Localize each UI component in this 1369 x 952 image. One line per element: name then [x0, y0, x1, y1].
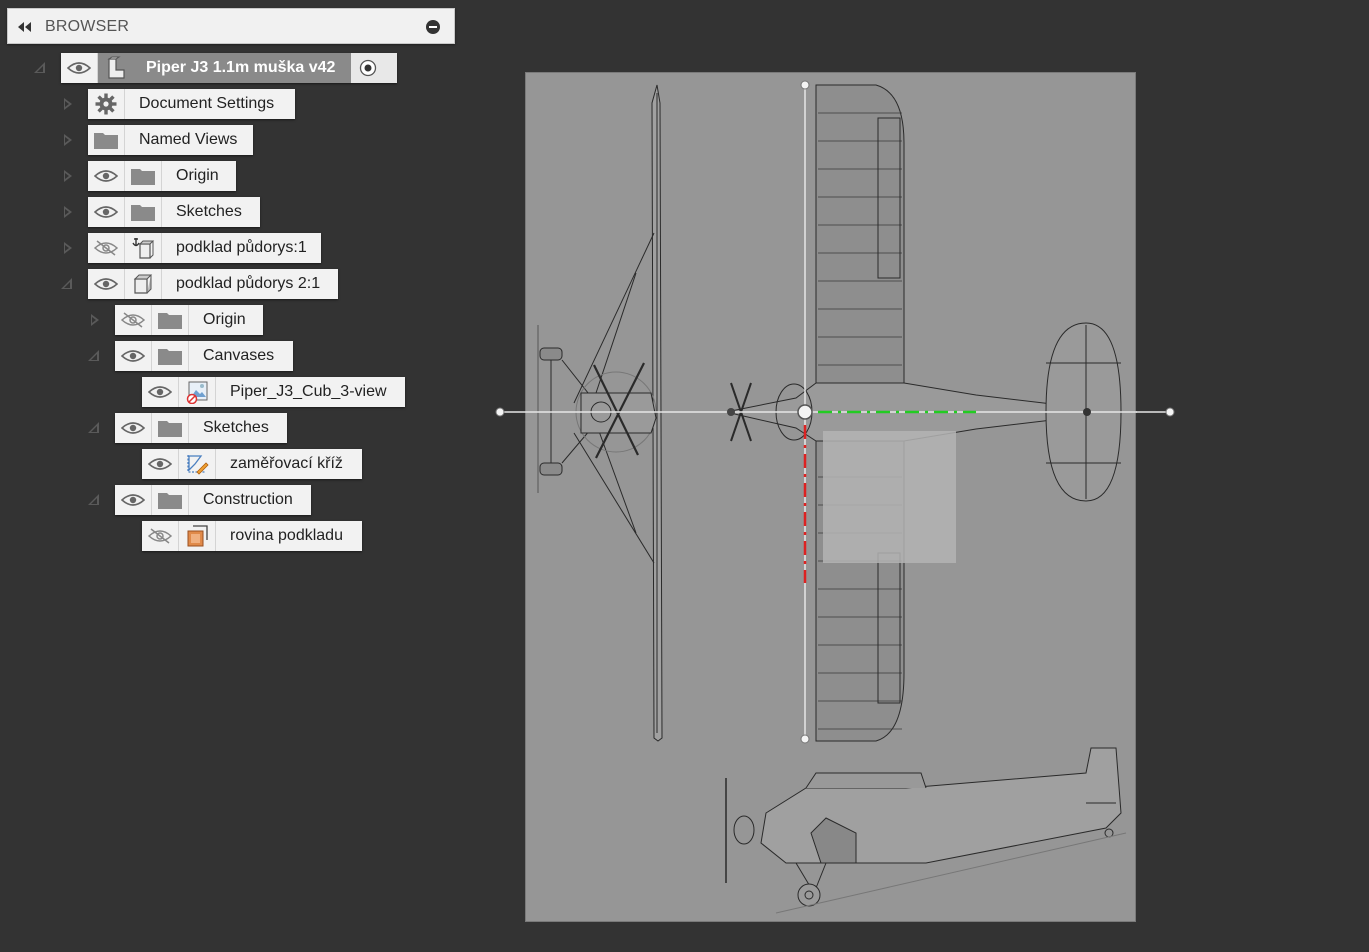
folder-icon — [125, 197, 162, 227]
tree-item-label: podklad půdorys 2:1 — [176, 275, 321, 292]
tree-item-nested-origin[interactable]: Origin — [115, 305, 263, 335]
root-label-cell[interactable]: Piper J3 1.1m muška v42 — [98, 53, 352, 83]
tree-item-named-views[interactable]: Named Views — [88, 125, 253, 155]
tree-item-label: Sketches — [203, 419, 269, 436]
expand-toggle-sketches[interactable] — [61, 205, 75, 219]
expand-toggle-nested-origin[interactable] — [88, 313, 102, 327]
tree-item-construction-plane[interactable]: rovina podkladu — [142, 521, 362, 551]
eye-icon[interactable] — [88, 269, 125, 299]
tree-item-label: Document Settings — [139, 95, 275, 112]
tree-item-label: podklad půdorys:1 — [176, 239, 307, 256]
expand-toggle-construction[interactable] — [87, 493, 101, 507]
construction-plane-icon — [179, 521, 216, 551]
browser-title: BROWSER — [45, 18, 130, 35]
eye-hidden-icon[interactable] — [115, 305, 152, 335]
expand-toggle-named-views[interactable] — [61, 133, 75, 147]
eye-hidden-icon[interactable] — [142, 521, 179, 551]
eye-icon[interactable] — [115, 485, 152, 515]
tree-item-podklad-pudorys-1[interactable]: podklad půdorys:1 — [88, 233, 321, 263]
tree-item-root[interactable]: Piper J3 1.1m muška v42 — [61, 53, 397, 83]
expand-toggle-podklad1[interactable] — [61, 241, 75, 255]
eye-icon[interactable] — [142, 449, 179, 479]
tree-item-construction[interactable]: Construction — [115, 485, 311, 515]
double-chevron-left-icon[interactable] — [14, 18, 34, 36]
tree-item-origin[interactable]: Origin — [88, 161, 236, 191]
eye-hidden-icon[interactable] — [88, 233, 125, 263]
eye-icon[interactable] — [142, 377, 179, 407]
airplane-drawing — [526, 80, 1137, 914]
folder-icon — [88, 125, 125, 155]
expand-toggle-document-settings[interactable] — [61, 97, 75, 111]
tree-item-sketches[interactable]: Sketches — [88, 197, 260, 227]
tree-item-label: Piper_J3_Cub_3-view — [230, 383, 387, 400]
tree-item-sketch[interactable]: zaměřovací kříž — [142, 449, 362, 479]
tree-item-label: Sketches — [176, 203, 242, 220]
expand-toggle-podklad2[interactable] — [60, 277, 74, 291]
tree-item-document-settings[interactable]: Document Settings — [88, 89, 295, 119]
tree-item-label: Origin — [203, 311, 246, 328]
canvas-3-view-image[interactable] — [525, 72, 1137, 922]
tree-item-canvas-image[interactable]: Piper_J3_Cub_3-view — [142, 377, 405, 407]
minus-circle-icon[interactable] — [426, 20, 440, 34]
axis-handle-left[interactable] — [495, 407, 505, 417]
anchored-component-icon — [125, 233, 162, 263]
eye-icon[interactable] — [88, 197, 125, 227]
folder-icon — [152, 341, 189, 371]
expand-toggle-nested-sketches[interactable] — [87, 421, 101, 435]
eye-icon[interactable] — [88, 161, 125, 191]
folder-icon — [125, 161, 162, 191]
canvas-image-icon — [179, 377, 216, 407]
tree-item-podklad-pudorys-2[interactable]: podklad půdorys 2:1 — [88, 269, 338, 299]
tree-item-label: Canvases — [203, 347, 275, 364]
folder-icon — [152, 485, 189, 515]
tree-item-label: Construction — [203, 491, 293, 508]
tree-item-label: Origin — [176, 167, 219, 184]
eye-icon[interactable] — [115, 413, 152, 443]
gear-icon — [88, 89, 125, 119]
expand-toggle-canvases[interactable] — [87, 349, 101, 363]
component-icon — [104, 56, 128, 80]
folder-icon — [152, 413, 189, 443]
axis-endpoints — [495, 407, 1175, 417]
tree-item-nested-sketches[interactable]: Sketches — [115, 413, 287, 443]
tree-item-label: zaměřovací kříž — [230, 455, 343, 472]
expand-toggle-origin[interactable] — [61, 169, 75, 183]
root-label: Piper J3 1.1m muška v42 — [146, 59, 336, 76]
tree-item-label: rovina podkladu — [230, 527, 343, 544]
component-icon — [125, 269, 162, 299]
tree-item-label: Named Views — [139, 131, 238, 148]
axis-handle-right[interactable] — [1165, 407, 1175, 417]
expand-toggle-root[interactable] — [33, 61, 47, 75]
sketch-icon — [179, 449, 216, 479]
radio-active-icon[interactable] — [351, 53, 385, 83]
browser-panel-header: BROWSER — [7, 8, 455, 44]
eye-icon[interactable] — [61, 53, 98, 83]
folder-icon — [152, 305, 189, 335]
tree-item-canvases[interactable]: Canvases — [115, 341, 293, 371]
eye-icon[interactable] — [115, 341, 152, 371]
